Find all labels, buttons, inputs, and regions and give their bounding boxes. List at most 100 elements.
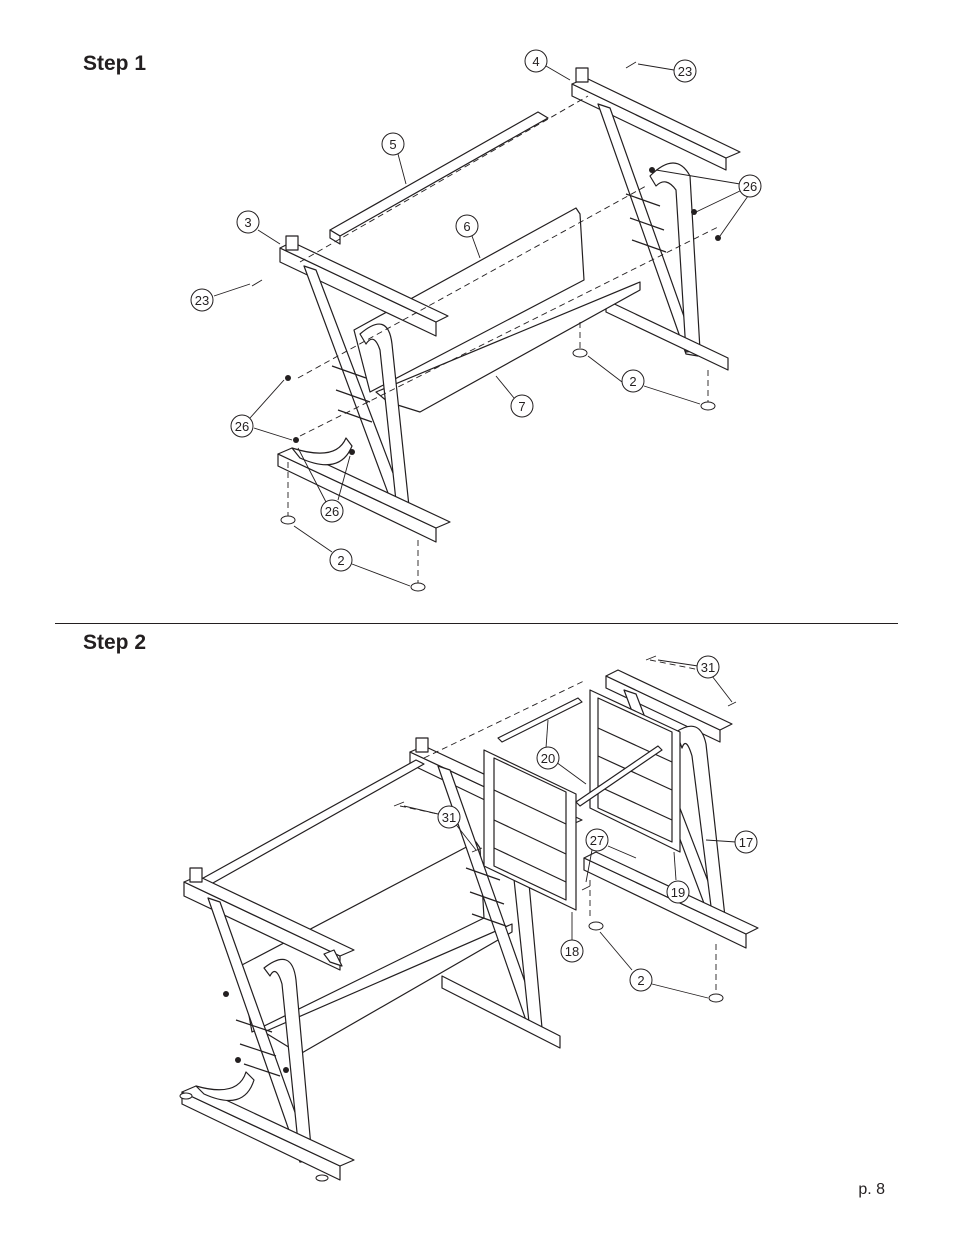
front-foot-top	[277, 447, 451, 529]
part-17-top-rail-top	[605, 669, 733, 731]
assembly-line	[297, 185, 647, 379]
svg-text:20: 20	[541, 751, 555, 766]
screw	[251, 279, 263, 287]
back-rung-3	[631, 239, 667, 253]
bolt	[293, 437, 299, 443]
front-rung-3	[337, 409, 373, 423]
callout-part-2: 2	[621, 369, 645, 393]
screw	[581, 885, 591, 891]
front-curve-leg	[263, 958, 313, 1163]
page-number: p. 8	[858, 1181, 885, 1198]
bolt	[715, 235, 721, 241]
front-rung	[235, 1019, 273, 1033]
callout-part-26: 26	[230, 414, 254, 438]
bolt	[349, 449, 355, 455]
bolt	[649, 167, 655, 173]
front-rung	[243, 1063, 281, 1077]
leader	[651, 983, 709, 999]
step1-title: Step 1	[83, 52, 147, 75]
step1-illustration: 4 23 5 26 3 6 23 2 7 26 26 2	[190, 49, 762, 592]
svg-text:27: 27	[590, 833, 604, 848]
part-6-back-panel	[353, 207, 585, 393]
callout-part-4: 4	[524, 49, 548, 73]
bolt	[223, 991, 229, 997]
callout-part-2: 2	[629, 968, 653, 992]
callout-part-23: 23	[190, 288, 214, 312]
screw	[645, 655, 657, 661]
part-20-rail	[575, 745, 663, 807]
front-foot-curve	[291, 437, 353, 466]
callout-part-17: 17	[734, 830, 758, 854]
leader	[495, 375, 515, 399]
leader	[545, 65, 571, 81]
leader	[673, 851, 677, 881]
callout-part-27: 27	[585, 828, 609, 852]
svg-text:6: 6	[463, 219, 470, 234]
part-18-side-frame-inner	[493, 757, 567, 901]
callout-part-7: 7	[510, 394, 534, 418]
part-3-peg	[285, 235, 299, 251]
leader	[657, 659, 699, 667]
svg-text:4: 4	[532, 54, 539, 69]
svg-text:26: 26	[743, 179, 757, 194]
leader	[257, 229, 281, 245]
callout-part-31: 31	[437, 805, 461, 829]
glide	[572, 348, 588, 358]
part-19-crossbar	[597, 755, 673, 791]
part-4-top-rail	[571, 83, 727, 171]
step2-illustration: 31 20 31 27 17 19 18 2	[179, 655, 759, 1182]
leader	[643, 385, 701, 405]
back-rung-1	[625, 193, 661, 207]
glide	[708, 993, 724, 1003]
svg-text:3: 3	[244, 215, 251, 230]
bolt	[691, 209, 697, 215]
callout-part-31: 31	[696, 655, 720, 679]
front-peg	[189, 867, 203, 883]
leader	[397, 153, 407, 185]
leader	[695, 189, 743, 213]
leader	[607, 845, 637, 859]
callout-part-20: 20	[536, 746, 560, 770]
part-3-top-rail-top	[279, 241, 449, 323]
svg-text:26: 26	[235, 419, 249, 434]
leader	[471, 235, 481, 259]
screw-line	[649, 659, 701, 671]
svg-text:23: 23	[678, 64, 692, 79]
callout-part-2: 2	[329, 548, 353, 572]
front-rung-2	[335, 389, 371, 403]
assembly-line	[423, 679, 587, 759]
part-4-peg	[575, 67, 589, 83]
back-curve-leg	[649, 162, 701, 353]
part-19-shelf-frame-inner	[597, 697, 673, 843]
callout-part-5: 5	[381, 132, 405, 156]
svg-text:2: 2	[637, 973, 644, 988]
front-foot	[277, 453, 437, 543]
leader	[545, 719, 549, 749]
back-rung	[469, 891, 505, 905]
screw	[727, 701, 737, 707]
leader	[297, 447, 327, 503]
part-19-crossbar	[597, 727, 673, 763]
leader	[213, 283, 251, 297]
back-foot	[441, 975, 561, 1049]
svg-text:7: 7	[518, 399, 525, 414]
bolt	[283, 1067, 289, 1073]
front-foot-top	[181, 1085, 355, 1167]
screw	[625, 61, 637, 69]
leader	[351, 563, 411, 587]
svg-text:23: 23	[195, 293, 209, 308]
back-peg	[415, 737, 429, 753]
svg-text:2: 2	[629, 374, 636, 389]
leader	[253, 427, 293, 441]
svg-text:18: 18	[565, 944, 579, 959]
glide	[410, 582, 426, 592]
bolt	[235, 1057, 241, 1063]
front-foot	[181, 1091, 341, 1181]
leader	[637, 63, 675, 71]
glide	[280, 515, 296, 525]
leader	[711, 675, 733, 703]
svg-text:31: 31	[442, 810, 456, 825]
leader	[599, 931, 633, 971]
part-18-crossbar	[493, 847, 567, 883]
